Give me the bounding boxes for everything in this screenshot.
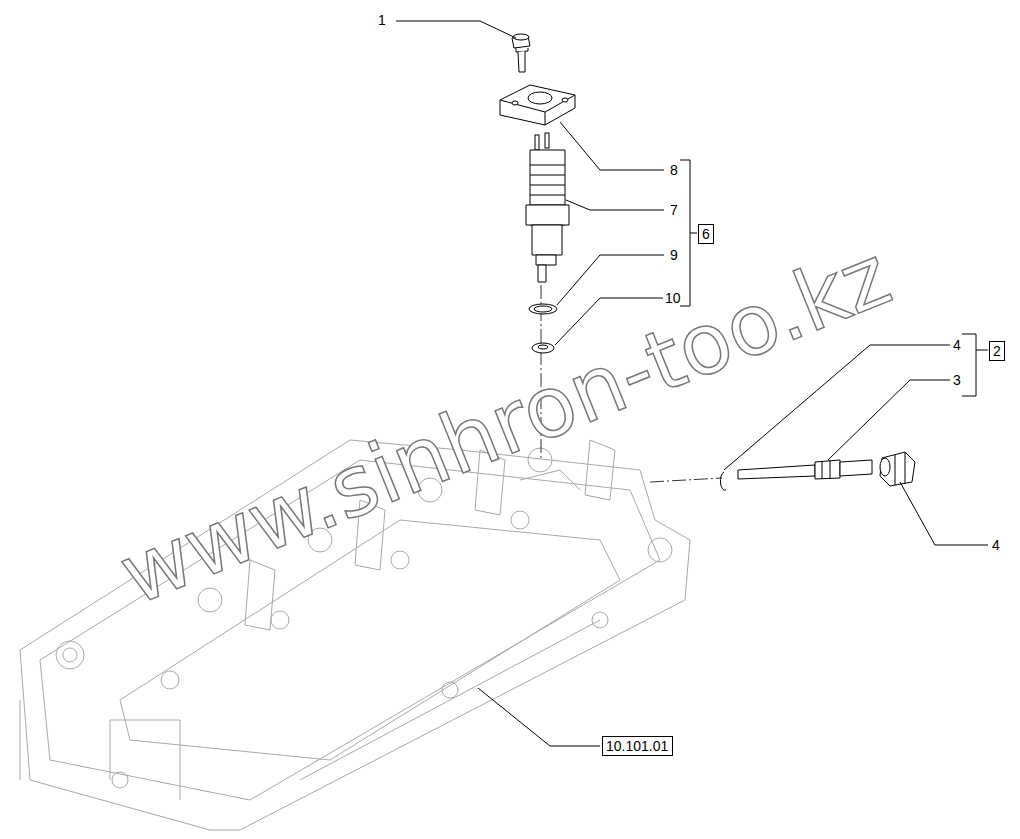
callout-number: 4 xyxy=(992,537,1000,553)
callout-number: 10 xyxy=(665,290,681,306)
watermark: www.sinhron-too.kz xyxy=(108,230,902,621)
callout-number: 9 xyxy=(670,247,678,263)
callout-number: 8 xyxy=(670,162,678,178)
reference-number: 10.101.01 xyxy=(603,737,672,755)
reference-box: 2 xyxy=(989,341,1005,361)
reference-number: 2 xyxy=(990,342,1004,360)
callout-number: 1 xyxy=(378,12,386,28)
callout-number: 7 xyxy=(670,202,678,218)
reference-box: 6 xyxy=(698,224,714,244)
callout-number: 3 xyxy=(953,372,961,388)
reference-box: 10.101.01 xyxy=(602,736,673,756)
callout-number: 4 xyxy=(953,337,961,353)
reference-number: 6 xyxy=(699,225,713,243)
